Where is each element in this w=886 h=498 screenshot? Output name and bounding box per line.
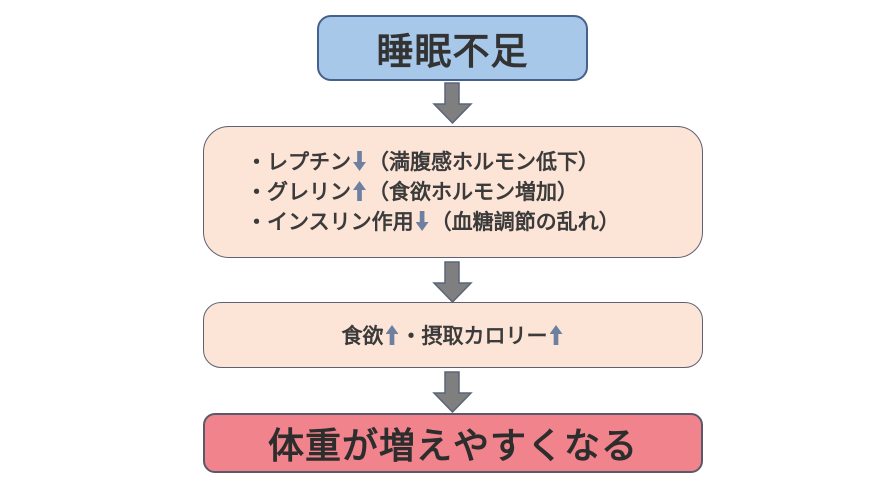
node-appetite-calories-label: 食欲・摂取カロリー: [342, 320, 565, 350]
node-weight-gain-label: 体重が増えやすくなる: [267, 426, 638, 467]
node-appetite-calories: 食欲・摂取カロリー: [203, 302, 703, 368]
node-sleep-deprivation-label: 睡眠不足: [376, 30, 529, 73]
down-arrow-icon: [353, 151, 366, 171]
list-item-text: ・インスリン作用: [246, 210, 414, 234]
calories-text: ・摂取カロリー: [400, 324, 548, 348]
up-arrow-icon: [549, 325, 563, 345]
node-hormone-changes: ・レプチン （満腹感ホルモン低下） ・グレリン （食欲ホルモン増加） ・インスリン作…: [203, 126, 703, 258]
appetite-text: 食欲: [341, 324, 384, 348]
down-arrow-connector: [432, 82, 473, 124]
list-item: ・レプチン （満腹感ホルモン低下）: [246, 147, 599, 177]
up-arrow-icon: [385, 325, 399, 345]
down-arrow-connector: [432, 371, 473, 413]
list-item-text: ・グレリン: [246, 180, 351, 204]
node-sleep-deprivation: 睡眠不足: [317, 15, 588, 81]
list-item: ・グレリン （食欲ホルモン増加）: [246, 177, 578, 207]
node-weight-gain: 体重が増えやすくなる: [203, 413, 703, 473]
list-item-note: （満腹感ホルモン低下）: [368, 150, 599, 174]
list-item-text: ・レプチン: [246, 150, 351, 174]
down-arrow-icon: [415, 211, 429, 231]
list-item-note: （血糖調節の乱れ）: [430, 210, 620, 234]
list-item-note: （食欲ホルモン増加）: [368, 180, 578, 204]
list-item: ・インスリン作用 （血糖調節の乱れ）: [246, 207, 620, 237]
up-arrow-icon: [353, 181, 366, 201]
down-arrow-connector: [432, 261, 473, 303]
